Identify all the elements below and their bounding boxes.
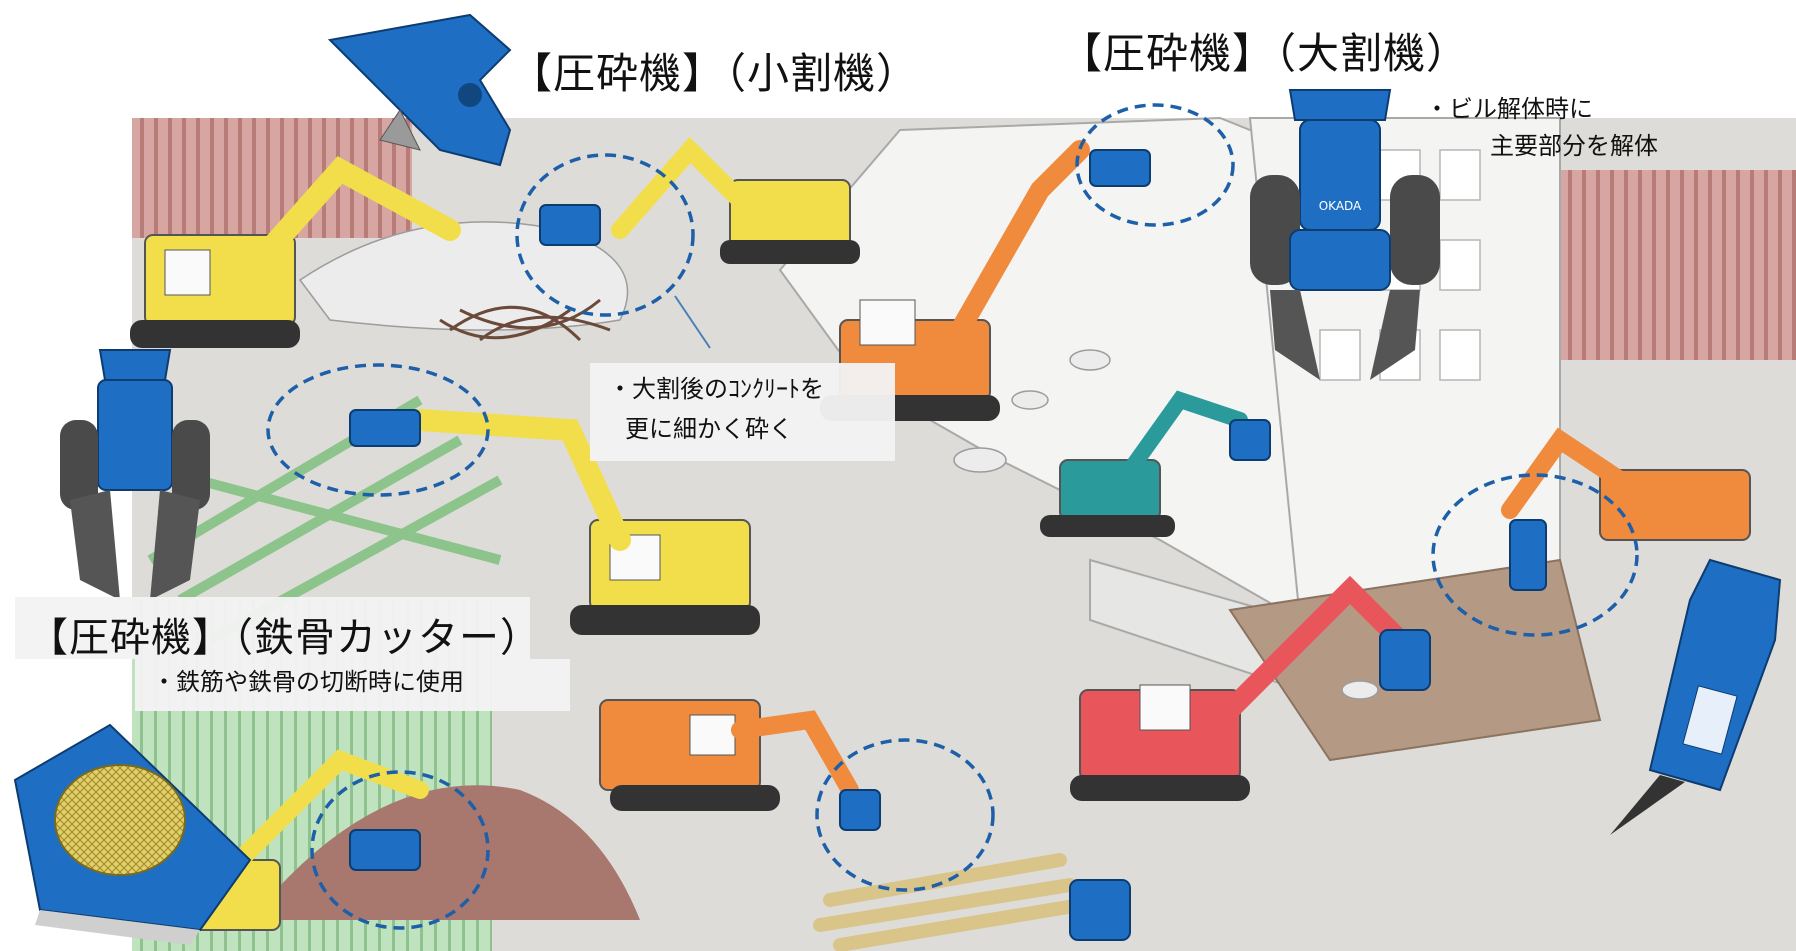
attachment-bucket-on-arm xyxy=(349,829,421,871)
excavator-orange-right xyxy=(1501,427,1751,541)
small-crusher-note-line1: ・大割後のｺﾝｸﾘｰﾄを xyxy=(608,375,824,403)
callout-small-crusher-box xyxy=(590,363,895,461)
attachment-orange-arm xyxy=(839,789,881,831)
excavator-yellow-middle xyxy=(409,409,760,635)
callout-steel-cutter-title-box xyxy=(15,597,530,659)
product-small-crusher-icon xyxy=(327,13,512,167)
product-large-crusher-icon: OKADA xyxy=(1250,89,1440,380)
callout-steel-cutter-note-box xyxy=(135,659,570,711)
product-breaker-icon xyxy=(1610,558,1782,835)
excavator-yellow-topleft xyxy=(130,156,461,348)
highlight-grapple xyxy=(815,738,995,892)
rubble xyxy=(298,221,1379,700)
logo-text-large: OKADA xyxy=(1319,199,1362,213)
dirt-pile xyxy=(250,785,640,920)
rebar xyxy=(439,298,611,342)
excavator-teal xyxy=(1040,390,1248,537)
large-crusher-note-line2: 主要部分を解体 xyxy=(1490,132,1658,160)
excavator-yellow-topcenter xyxy=(611,136,860,264)
attachment-breaker-on-arm xyxy=(1509,519,1547,591)
callout-pointer xyxy=(674,295,711,349)
attachment-teal-arm xyxy=(1229,419,1271,461)
product-steel-cutter-icon xyxy=(60,349,210,600)
right-fence xyxy=(1560,170,1796,360)
highlight-breaker xyxy=(1431,473,1639,637)
small-crusher-note-line2: 更に細かく砕く xyxy=(625,415,793,443)
excavator-orange-lower xyxy=(599,699,859,811)
small-crusher-title: 【圧砕機】（小割機） xyxy=(510,49,920,98)
steel-cutter-title: 【圧砕機】（鉄骨カッター） xyxy=(28,615,541,661)
steel-cutter-note: ・鉄筋や鉄骨の切断時に使用 xyxy=(152,668,464,696)
highlight-small-crusher xyxy=(515,153,695,317)
large-crusher-title: 【圧砕機】（大割機） xyxy=(1060,29,1470,78)
highlight-large-crusher xyxy=(1075,103,1235,227)
attachment-on-arm-left xyxy=(349,409,421,447)
attachment-large-crusher-on-arm xyxy=(1089,149,1151,187)
attachment-bottom-right xyxy=(1069,879,1131,941)
attachment-small-crusher-on-arm xyxy=(539,204,601,246)
attachment-red-arm xyxy=(1379,629,1431,691)
product-sieve-bucket-icon xyxy=(13,723,252,945)
large-crusher-note-line1: ・ビル解体時に xyxy=(1425,95,1593,123)
timber-logs xyxy=(813,853,1087,951)
highlight-steel-cutter xyxy=(266,363,490,497)
highlight-sieve-bucket xyxy=(310,770,490,930)
excavator-red xyxy=(1070,575,1410,801)
